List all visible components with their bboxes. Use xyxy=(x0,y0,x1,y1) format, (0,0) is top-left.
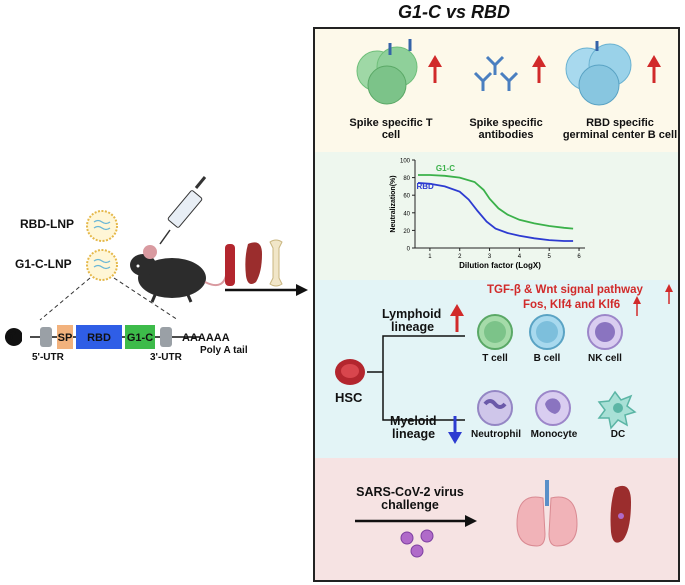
results-frame: Spike specific T cell Spike specific ant… xyxy=(313,27,680,582)
y-tick-label: 0 xyxy=(407,247,411,253)
lymphoid-label-line2: lineage xyxy=(391,320,435,334)
sp-label: SP xyxy=(57,332,73,344)
antibody-label-line1: Spike specific xyxy=(469,117,543,129)
mrna-construct xyxy=(4,325,200,349)
utr3-label: 3'-UTR xyxy=(150,352,182,363)
diagram-title: G1-C vs RBD xyxy=(398,2,511,22)
t-cell-label: Spike specific T cell xyxy=(349,117,433,141)
dc-icon xyxy=(597,390,637,430)
y-tick-label: 60 xyxy=(403,194,410,200)
challenge-panel: SARS-CoV-2 virus challenge xyxy=(315,458,678,580)
challenge-line2: challenge xyxy=(381,498,439,512)
lineage-tree xyxy=(367,335,465,421)
y-tick-label: 100 xyxy=(400,159,411,165)
b-cell-label-line2: germinal center B cell xyxy=(562,129,678,141)
challenge-line1: SARS-CoV-2 virus xyxy=(356,485,464,499)
mouse-icon xyxy=(130,245,228,303)
blood-tube-icon xyxy=(225,244,235,286)
up-arrow-b-cell xyxy=(647,55,661,83)
b-cell-cluster-icon xyxy=(565,41,632,106)
pathway-line1: TGF-β & Wnt signal pathway xyxy=(487,284,643,296)
left-illustration xyxy=(4,176,308,349)
arrow-to-results xyxy=(225,284,308,296)
polya-tail-label: Poly A tail xyxy=(200,345,248,356)
nk-cell-name: NK cell xyxy=(588,353,622,364)
immune-response-panel: Spike specific T cell Spike specific ant… xyxy=(315,29,678,152)
t-cell-name: T cell xyxy=(482,353,508,364)
five-prime-label: 5' xyxy=(6,328,17,343)
neutrophil-name: Neutrophil xyxy=(471,429,521,440)
dc-name: DC xyxy=(610,429,626,440)
x-tick-label: 5 xyxy=(548,254,552,260)
x-axis-label: Dilution factor (LogX) xyxy=(459,261,541,270)
y-tick-label: 20 xyxy=(403,229,410,235)
series-label-g1-c: G1-C xyxy=(436,164,455,173)
x-tick-label: 3 xyxy=(488,254,492,260)
x-tick-label: 1 xyxy=(428,254,432,260)
y-tick-label: 80 xyxy=(403,176,410,182)
b-cell-icon xyxy=(529,314,565,350)
syringe-icon xyxy=(159,176,207,245)
b-cell-name: B cell xyxy=(533,353,561,364)
up-arrow-pathway1 xyxy=(665,284,673,304)
challenge-arrow xyxy=(355,515,477,527)
bone-icon xyxy=(269,239,283,287)
series-line-g1-c xyxy=(418,174,574,230)
g1c-lnp-label: G1-C-LNP xyxy=(15,257,72,271)
up-arrow-pathway2 xyxy=(633,296,641,316)
g1c-lnp-icon xyxy=(86,249,118,281)
down-arrow-myeloid xyxy=(448,416,462,444)
hsc-cell-icon xyxy=(335,359,365,385)
lymphoid-label-line1: Lymphoid xyxy=(382,307,442,321)
rbd-box-label: RBD xyxy=(87,332,111,344)
utr5-label: 5'-UTR xyxy=(32,352,64,363)
t-cell-cluster-icon xyxy=(356,39,418,105)
x-tick-label: 6 xyxy=(577,254,581,260)
virus-icon xyxy=(400,529,434,558)
x-tick-label: 4 xyxy=(518,254,522,260)
up-arrow-antibodies xyxy=(532,55,546,83)
spleen-challenge-icon xyxy=(610,485,631,543)
pathway-line2: Fos, Klf4 and Klf6 xyxy=(523,299,621,311)
polya-sequence: AAAAAA xyxy=(182,332,230,344)
spleen-icon xyxy=(245,242,262,284)
series-label-rbd: RBD xyxy=(416,182,434,191)
up-arrow-lymphoid xyxy=(450,304,464,332)
antibody-label-line2: antibodies xyxy=(478,129,534,141)
monocyte-name: Monocyte xyxy=(530,429,578,440)
nk-cell-icon xyxy=(587,314,623,350)
hematopoiesis-panel: TGF-β & Wnt signal pathway Fos, Klf4 and… xyxy=(315,280,678,458)
rbd-lnp-icon xyxy=(86,210,118,242)
t-cell-icon xyxy=(477,314,513,350)
rbd-lnp-label: RBD-LNP xyxy=(20,217,74,231)
x-tick-label: 2 xyxy=(458,254,462,260)
myeloid-label-line1: Myeloid xyxy=(390,414,437,428)
neutrophil-icon xyxy=(477,390,513,426)
up-arrow-t-cell xyxy=(428,55,442,83)
myeloid-label-line2: lineage xyxy=(392,427,436,441)
antibody-icon xyxy=(473,55,519,91)
g1c-box-label: G1-C xyxy=(126,332,154,344)
lungs-icon xyxy=(516,480,578,547)
monocyte-icon xyxy=(535,390,571,426)
series-line-rbd xyxy=(417,182,574,242)
y-axis-label: Neutralization(%) xyxy=(390,175,397,232)
b-cell-label-line1: RBD specific xyxy=(586,117,654,129)
hsc-label: HSC xyxy=(335,390,363,405)
y-tick-label: 40 xyxy=(403,211,410,217)
